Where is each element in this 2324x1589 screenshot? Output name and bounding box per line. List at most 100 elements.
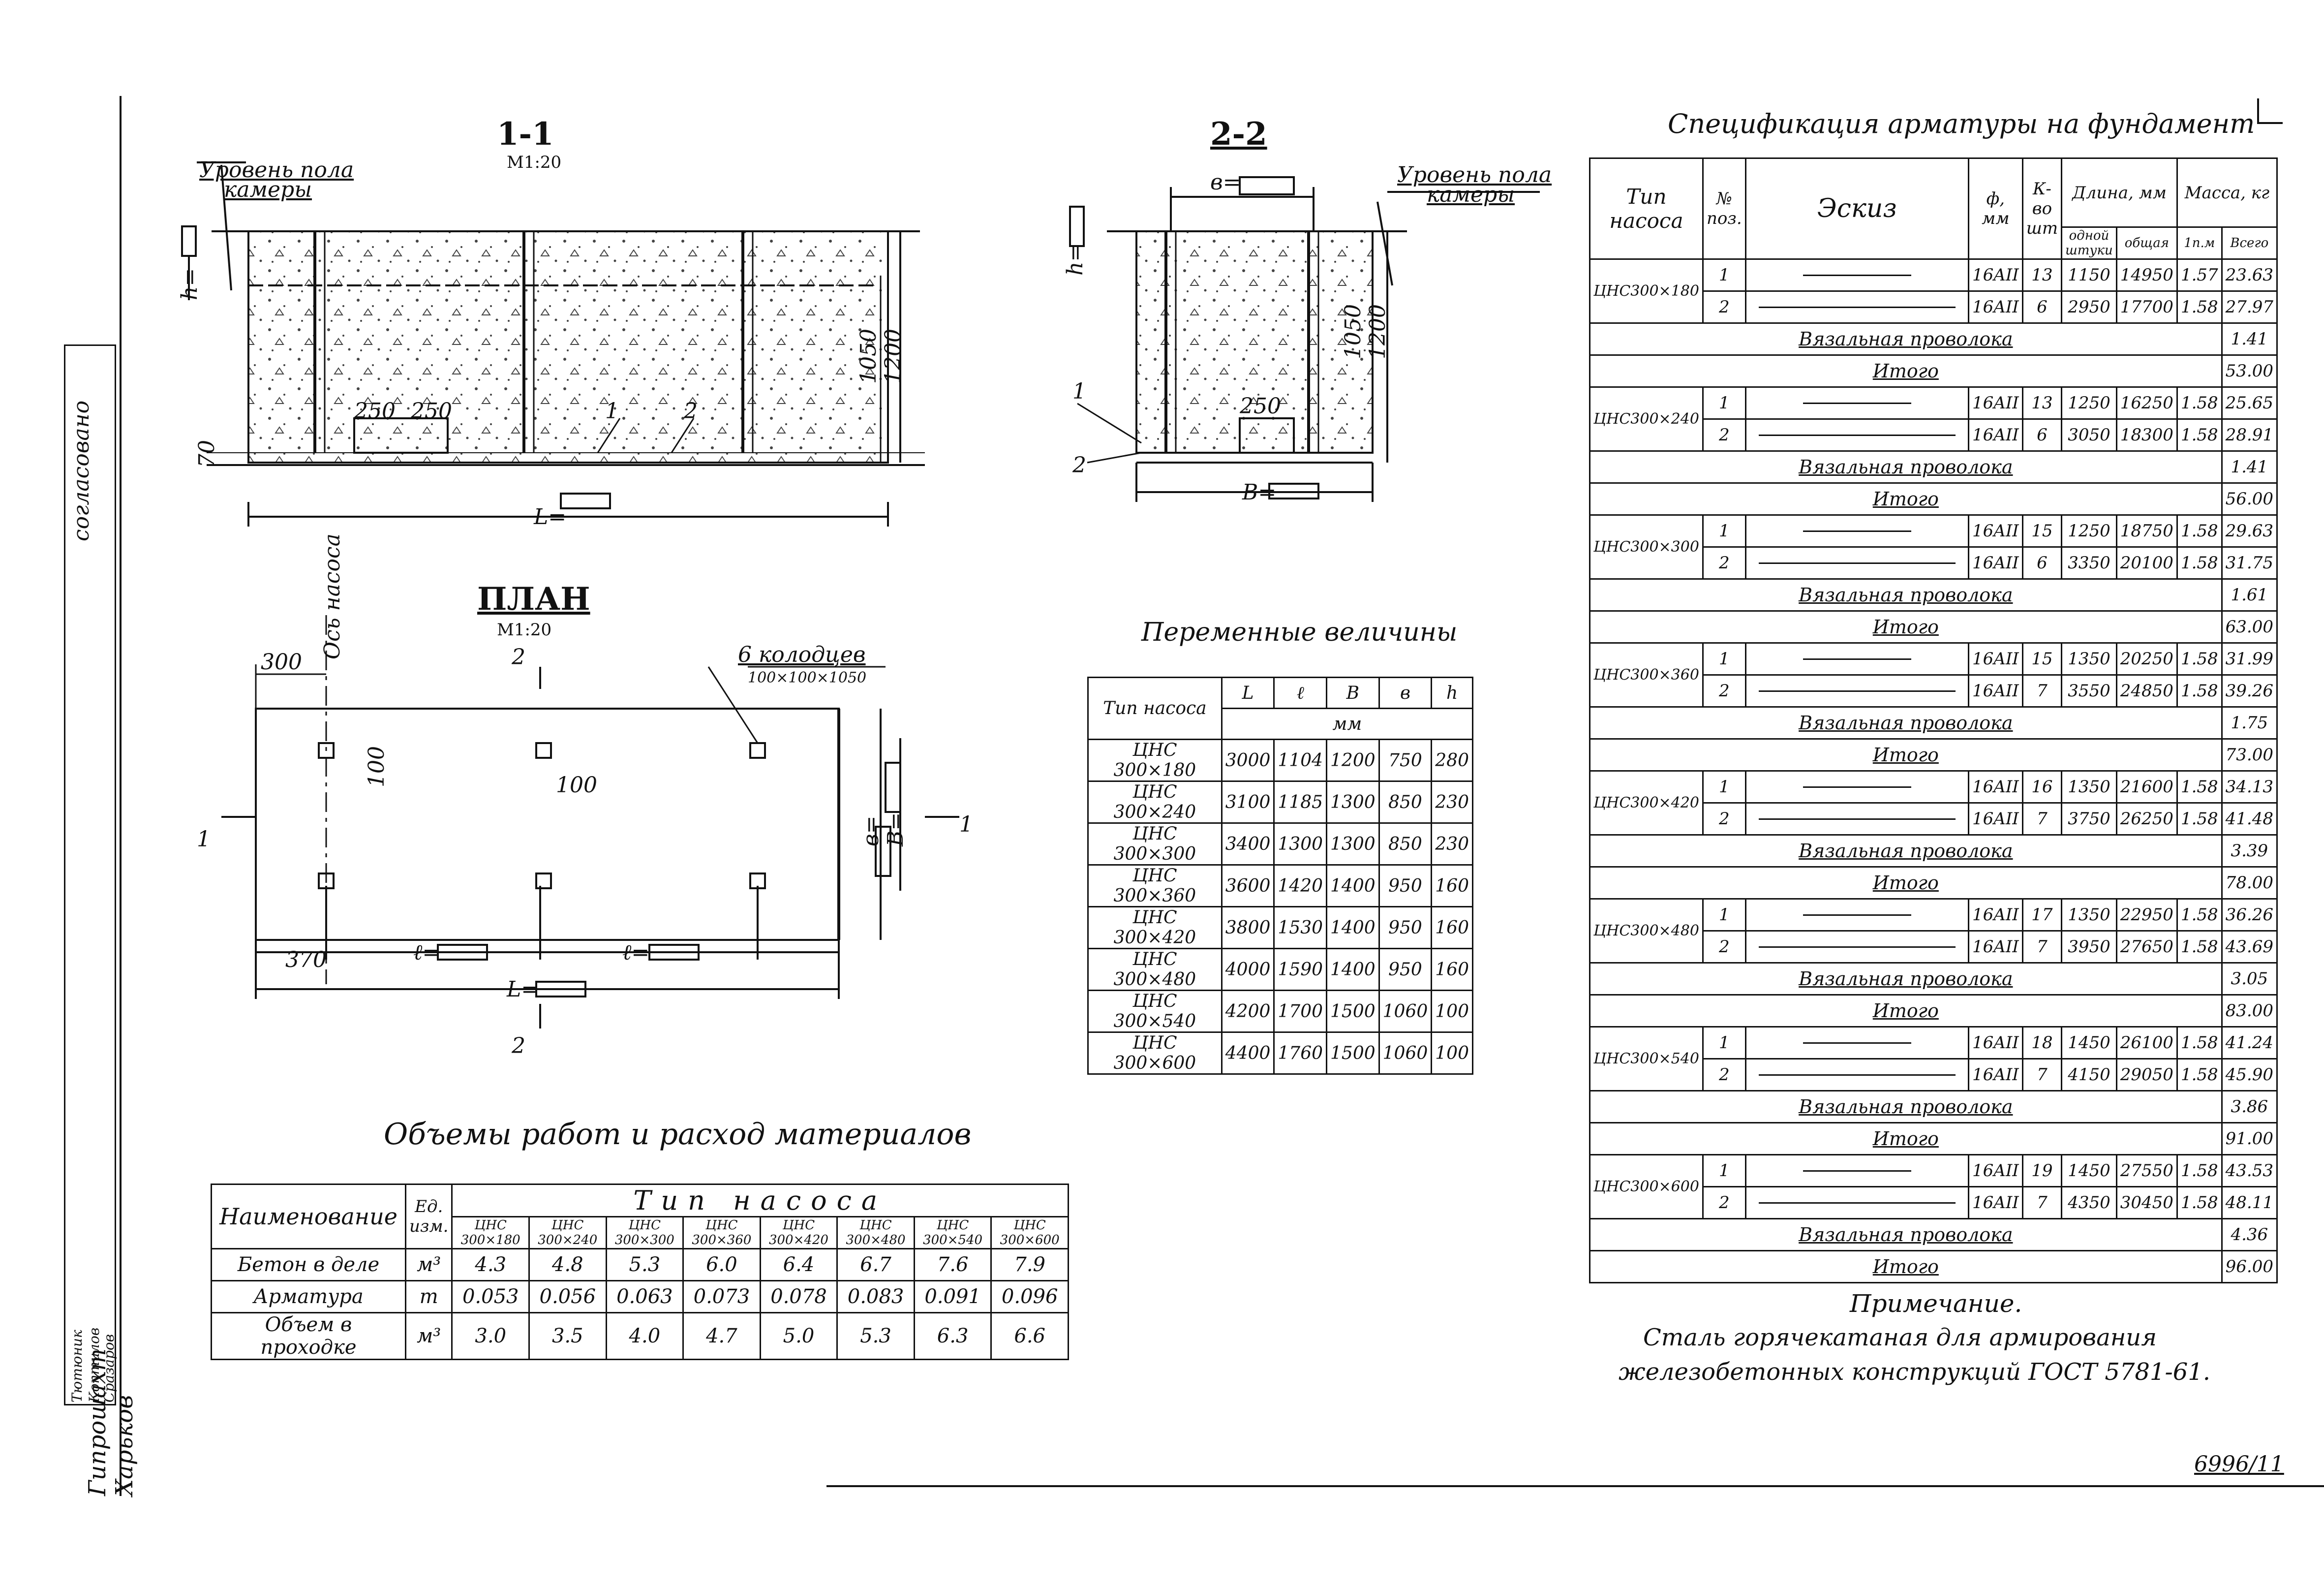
spec-cell: 36.26 (2221, 898, 2278, 932)
marker-1-b: 1 (1072, 379, 1086, 404)
dim-l-a: ℓ= (413, 940, 441, 965)
spec-cell: 3750 (2061, 802, 2117, 836)
spec-cell: 24850 (2115, 674, 2178, 708)
section-1-1-title: 1-1 (497, 116, 554, 153)
spec-cell: 31.99 (2221, 642, 2278, 676)
spec-cell: 7 (2021, 802, 2063, 836)
spec-cell: 20100 (2115, 546, 2178, 580)
spec-cell: 4350 (2061, 1186, 2117, 1219)
spec-cell: 1.58 (2176, 418, 2223, 452)
spec-cell: 1.58 (2176, 1186, 2223, 1219)
dim-1050-a: 1050 (856, 329, 881, 384)
floor-level-label-1: Уровень пола (199, 157, 354, 183)
volumes-title: Объемы работ и расход материалов (384, 1117, 972, 1152)
spec-cell: 1 (1702, 770, 1746, 804)
spec-cell: 7 (2021, 674, 2063, 708)
spec-cell: 3050 (2061, 418, 2117, 452)
marker-2-b: 2 (1072, 453, 1086, 478)
spec-cell: 1.58 (2176, 674, 2223, 708)
volumes-table: Наименование Ед. изм. Тип насоса ЦНС 300… (211, 1184, 1069, 1360)
var-h-L: L (1221, 677, 1275, 709)
section-1-1-drawing (181, 161, 925, 527)
spec-cell: 1.58 (2176, 1058, 2223, 1091)
spec-cell: 6 (2021, 290, 2063, 324)
spec-cell: 1450 (2061, 1154, 2117, 1187)
spec-cell: 13 (2021, 258, 2063, 292)
spec-cell: 2 (1702, 802, 1746, 836)
spec-cell: 2 (1702, 1186, 1746, 1219)
spec-table: Тип насоса № поз. Эскиз ф, мм К-во шт Дл… (1589, 157, 2278, 1283)
spec-cell: 7 (2021, 1058, 2063, 1091)
wells-title: 6 колодцев (738, 642, 866, 667)
spec-cell: 2 (1702, 546, 1746, 580)
spec-cell: 1450 (2061, 1026, 2117, 1059)
spec-cell: 16AII (1968, 930, 2023, 964)
spec-cell: 1350 (2061, 898, 2117, 932)
spec-h-len: Длина, мм (2061, 157, 2178, 228)
rebar-sketch (1744, 1186, 1970, 1219)
spec-cell: 1 (1702, 1026, 1746, 1059)
section-2-2-title: 2-2 (1210, 116, 1267, 153)
spec-cell: 45.90 (2221, 1058, 2278, 1091)
spec-cell: 2950 (2061, 290, 2117, 324)
dim-1200-b: 1200 (1365, 304, 1390, 359)
spec-type-cell: ЦНС300×600 (1589, 1154, 1704, 1219)
vol-h-name: Наименование (211, 1184, 406, 1249)
dim-250-c: 250 (1240, 394, 1281, 419)
spec-h-dia: ф, мм (1968, 157, 2023, 260)
spec-h-mass: Масса, кг (2176, 157, 2278, 228)
spec-cell: 41.48 (2221, 802, 2278, 836)
spec-type-cell: ЦНС300×540 (1589, 1026, 1704, 1091)
spec-cell: 16 (2021, 770, 2063, 804)
var-h-B: B (1326, 677, 1380, 709)
rebar-sketch (1744, 898, 1970, 932)
dim-L-plan: L= (507, 977, 540, 1002)
spec-type-cell: ЦНС300×420 (1589, 770, 1704, 836)
rebar-sketch (1744, 1026, 1970, 1059)
plan-drawing (221, 615, 959, 1028)
variables-title: Переменные величины (1141, 618, 1458, 647)
spec-cell: 19 (2021, 1154, 2063, 1187)
rebar-sketch (1744, 1058, 1970, 1091)
spec-cell: 22950 (2115, 898, 2178, 932)
spec-cell: 16AII (1968, 674, 2023, 708)
spec-cell: 16AII (1968, 1154, 2023, 1187)
rebar-sketch (1744, 386, 1970, 420)
spec-cell: 29.63 (2221, 514, 2278, 548)
spec-cell: 18 (2021, 1026, 2063, 1059)
spec-cell: 2 (1702, 290, 1746, 324)
var-h-l: ℓ (1273, 677, 1328, 709)
spec-cell: 1.58 (2176, 546, 2223, 580)
spec-cell: 1350 (2061, 770, 2117, 804)
marker-1-a: 1 (605, 399, 619, 424)
spec-cell: 20250 (2115, 642, 2178, 676)
spec-cell: 1150 (2061, 258, 2117, 292)
note-line-2: железобетонных конструкций ГОСТ 5781-61. (1619, 1358, 2211, 1386)
spec-cell: 3550 (2061, 674, 2117, 708)
rebar-sketch (1744, 770, 1970, 804)
vol-h-group: Тип насоса (451, 1184, 1069, 1217)
rebar-sketch (1744, 290, 1970, 324)
rebar-sketch (1744, 1154, 1970, 1187)
spec-type-cell: ЦНС300×480 (1589, 898, 1704, 964)
